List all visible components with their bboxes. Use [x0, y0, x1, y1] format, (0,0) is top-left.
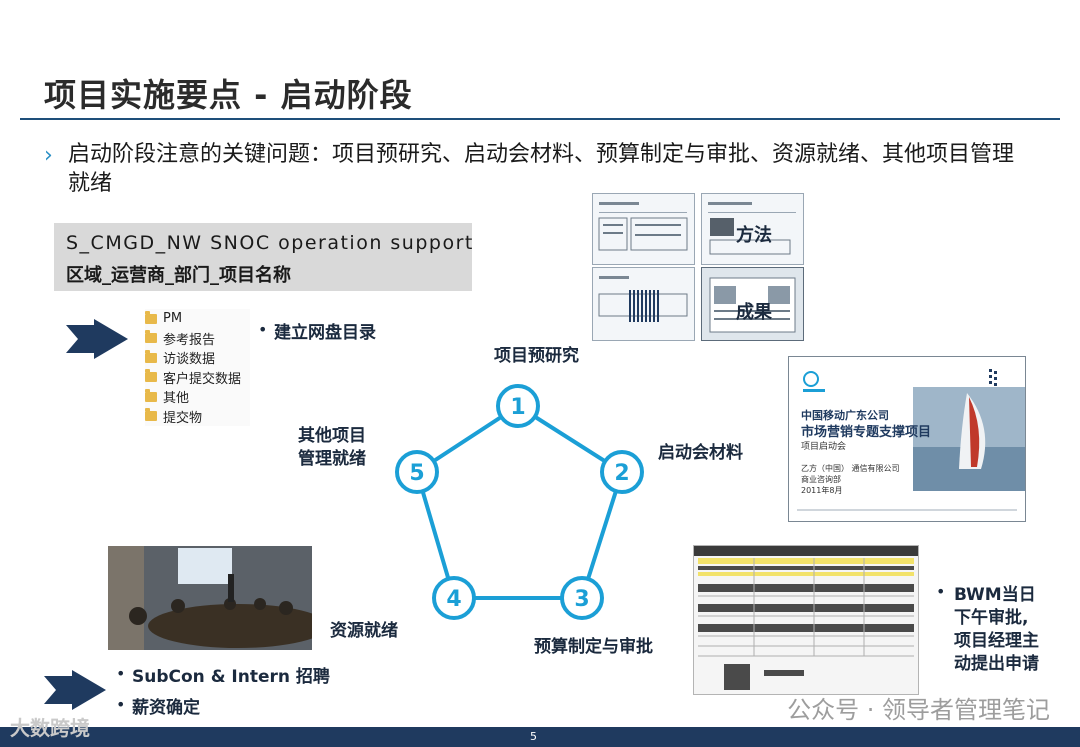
result-thumbnail — [701, 267, 804, 341]
intro-text: 启动阶段注意的关键问题：项目预研究、启动会材料、预算制定与审批、资源就绪、其他项… — [68, 142, 1015, 196]
cycle-label-2: 启动会材料 — [658, 443, 743, 463]
result-label: 成果 — [736, 302, 772, 323]
bullet-dot: • — [116, 695, 126, 714]
folder-icon — [145, 310, 157, 324]
naming-box — [54, 223, 472, 291]
kickoff-vendor: 乙方（中国） 通信有限公司 — [801, 464, 900, 473]
folder-item[interactable]: PM — [145, 309, 250, 329]
cycle-diagram: 1 2 3 4 5 — [395, 384, 644, 620]
bullet-dot: • — [116, 664, 126, 683]
chevron-right-icon: › — [44, 143, 53, 168]
meeting-photo — [108, 546, 312, 650]
kickoff-project: 市场营销专题支撑项目 — [801, 425, 932, 440]
bullet-dot: • — [936, 582, 946, 601]
folder-item[interactable]: 提交物 — [145, 407, 250, 427]
folder-item[interactable]: 客户提交数据 — [145, 368, 250, 388]
footer-bar — [0, 727, 1080, 747]
cycle-label-5-line1: 其他项目 — [298, 426, 366, 446]
cycle-label-3: 预算制定与审批 — [534, 637, 653, 657]
title-divider — [20, 118, 1060, 120]
cycle-node-3-num: 3 — [574, 587, 589, 612]
kickoff-company: 中国移动广东公司 — [801, 409, 889, 422]
method-thumbnail — [701, 193, 804, 265]
bullet-dot: • — [258, 320, 268, 339]
cycle-node-1: 1 — [496, 384, 540, 428]
folder-item[interactable]: 其他 — [145, 387, 250, 407]
cycle-node-4-num: 4 — [446, 587, 461, 612]
page-number: 5 — [530, 730, 537, 743]
cycle-node-2: 2 — [600, 450, 644, 494]
cycle-label-1: 项目预研究 — [494, 346, 579, 366]
folder-icon — [145, 330, 157, 344]
cycle-label-4: 资源就绪 — [330, 621, 398, 641]
research-thumbnail-1 — [592, 193, 695, 265]
budget-spreadsheet — [693, 545, 919, 695]
resource-bullet-1: SubCon & Intern 招聘 — [132, 667, 330, 687]
cycle-node-2-num: 2 — [614, 461, 629, 486]
method-label: 方法 — [736, 225, 772, 246]
kickoff-dept: 商业咨询部 — [801, 475, 841, 484]
folder-icon — [145, 349, 157, 363]
research-thumbnail-2 — [592, 267, 695, 341]
cycle-node-3: 3 — [560, 576, 604, 620]
wechat-watermark: 公众号 · 领导者管理笔记 — [787, 696, 1050, 724]
naming-pattern: 区域_运营商_部门_项目名称 — [66, 265, 291, 286]
kickoff-slide-preview: 中国移动广东公司 市场营销专题支撑项目 项目启动会 乙方（中国） 通信有限公司 … — [788, 356, 1026, 522]
bwm-note-line2: 下午审批, — [954, 608, 1029, 628]
folder-icon — [145, 408, 157, 422]
arrow-right-icon — [66, 319, 128, 359]
folder-item[interactable]: 访谈数据 — [145, 348, 250, 368]
bwm-note-line4: 动提出申请 — [954, 654, 1039, 674]
cycle-node-1-num: 1 — [510, 395, 525, 420]
slide-title: 项目实施要点 - 启动阶段 — [44, 76, 413, 114]
cycle-node-5-num: 5 — [409, 461, 424, 486]
kickoff-meeting: 项目启动会 — [801, 442, 847, 452]
bwm-note-line1: BWM当日 — [954, 585, 1036, 605]
folder-icon — [145, 369, 157, 383]
bwm-note-line3: 项目经理主 — [954, 631, 1039, 651]
arrow-right-icon — [44, 670, 106, 710]
cycle-node-4: 4 — [432, 576, 476, 620]
resource-bullet-2: 薪资确定 — [132, 698, 200, 718]
folder-note: 建立网盘目录 — [274, 323, 376, 343]
kickoff-date: 2011年8月 — [801, 486, 843, 495]
folder-item[interactable]: 参考报告 — [145, 329, 250, 349]
folder-list: PM 参考报告 访谈数据 客户提交数据 其他 提交物 — [145, 309, 250, 426]
cycle-label-5-line2: 管理就绪 — [298, 449, 366, 469]
naming-example: S_CMGD_NW SNOC operation support — [66, 232, 474, 254]
footer-watermark: 大数跨境 — [10, 716, 90, 740]
folder-icon — [145, 388, 157, 402]
cycle-node-5: 5 — [395, 450, 439, 494]
